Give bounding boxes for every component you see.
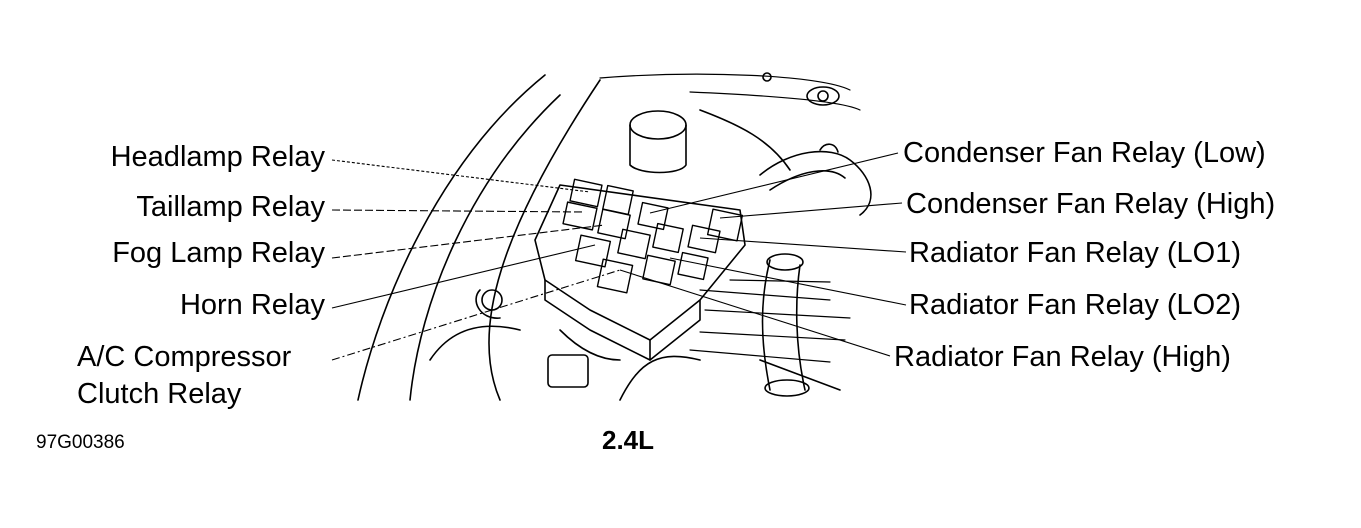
label-taillamp-relay: Taillamp Relay <box>136 191 325 223</box>
relay-block <box>597 208 631 240</box>
leader-horn <box>331 244 596 309</box>
label-ac-compressor: A/C Compressor <box>77 341 292 373</box>
label-horn-relay: Horn Relay <box>179 289 325 321</box>
relay-block <box>596 258 634 294</box>
rear-bulkhead <box>599 73 851 91</box>
relay-block <box>562 201 598 231</box>
relay-block <box>687 224 721 254</box>
relay-block <box>637 201 669 231</box>
figure-id: 97G00386 <box>36 432 125 453</box>
label-radiator-fan-relay-lo2: Radiator Fan Relay (LO2) <box>909 289 1242 321</box>
leader-ac <box>331 269 621 361</box>
relay-block <box>677 251 709 281</box>
label-radiator-fan-relay-lo1: Radiator Fan Relay (LO1) <box>909 237 1242 269</box>
relay-block <box>706 208 744 242</box>
label-headlamp-relay: Headlamp Relay <box>110 141 325 173</box>
fender-outline <box>357 74 546 401</box>
hood-edge <box>488 79 601 401</box>
leader-fog <box>331 224 606 259</box>
hose-right-upper <box>759 150 872 216</box>
small-cap <box>806 86 840 106</box>
hose-lower <box>761 259 771 391</box>
relay-block <box>574 234 612 268</box>
leader-rad-lo1 <box>699 237 907 253</box>
relay-block <box>569 178 603 208</box>
label-fog-lamp-relay: Fog Lamp Relay <box>112 237 325 269</box>
relay-block <box>642 254 676 286</box>
leader-rad-high <box>619 269 891 357</box>
label-condenser-fan-relay-low: Condenser Fan Relay (Low) <box>903 137 1266 169</box>
leader-taillamp <box>331 209 586 213</box>
leader-rad-lo2 <box>669 257 907 306</box>
leader-cond-high <box>719 202 903 219</box>
leader-cond-low <box>649 152 899 214</box>
fender-outline-inner <box>409 94 561 401</box>
engine-caption: 2.4L <box>602 425 655 455</box>
label-clutch-relay: Clutch Relay <box>77 378 242 410</box>
relay-block <box>617 228 651 260</box>
bracket <box>547 354 589 388</box>
relay-block <box>652 222 684 254</box>
leader-headlamp <box>331 159 591 193</box>
label-condenser-fan-relay-high: Condenser Fan Relay (High) <box>906 188 1276 220</box>
label-radiator-fan-relay-high: Radiator Fan Relay (High) <box>894 341 1231 373</box>
reservoir-cap <box>629 110 687 140</box>
